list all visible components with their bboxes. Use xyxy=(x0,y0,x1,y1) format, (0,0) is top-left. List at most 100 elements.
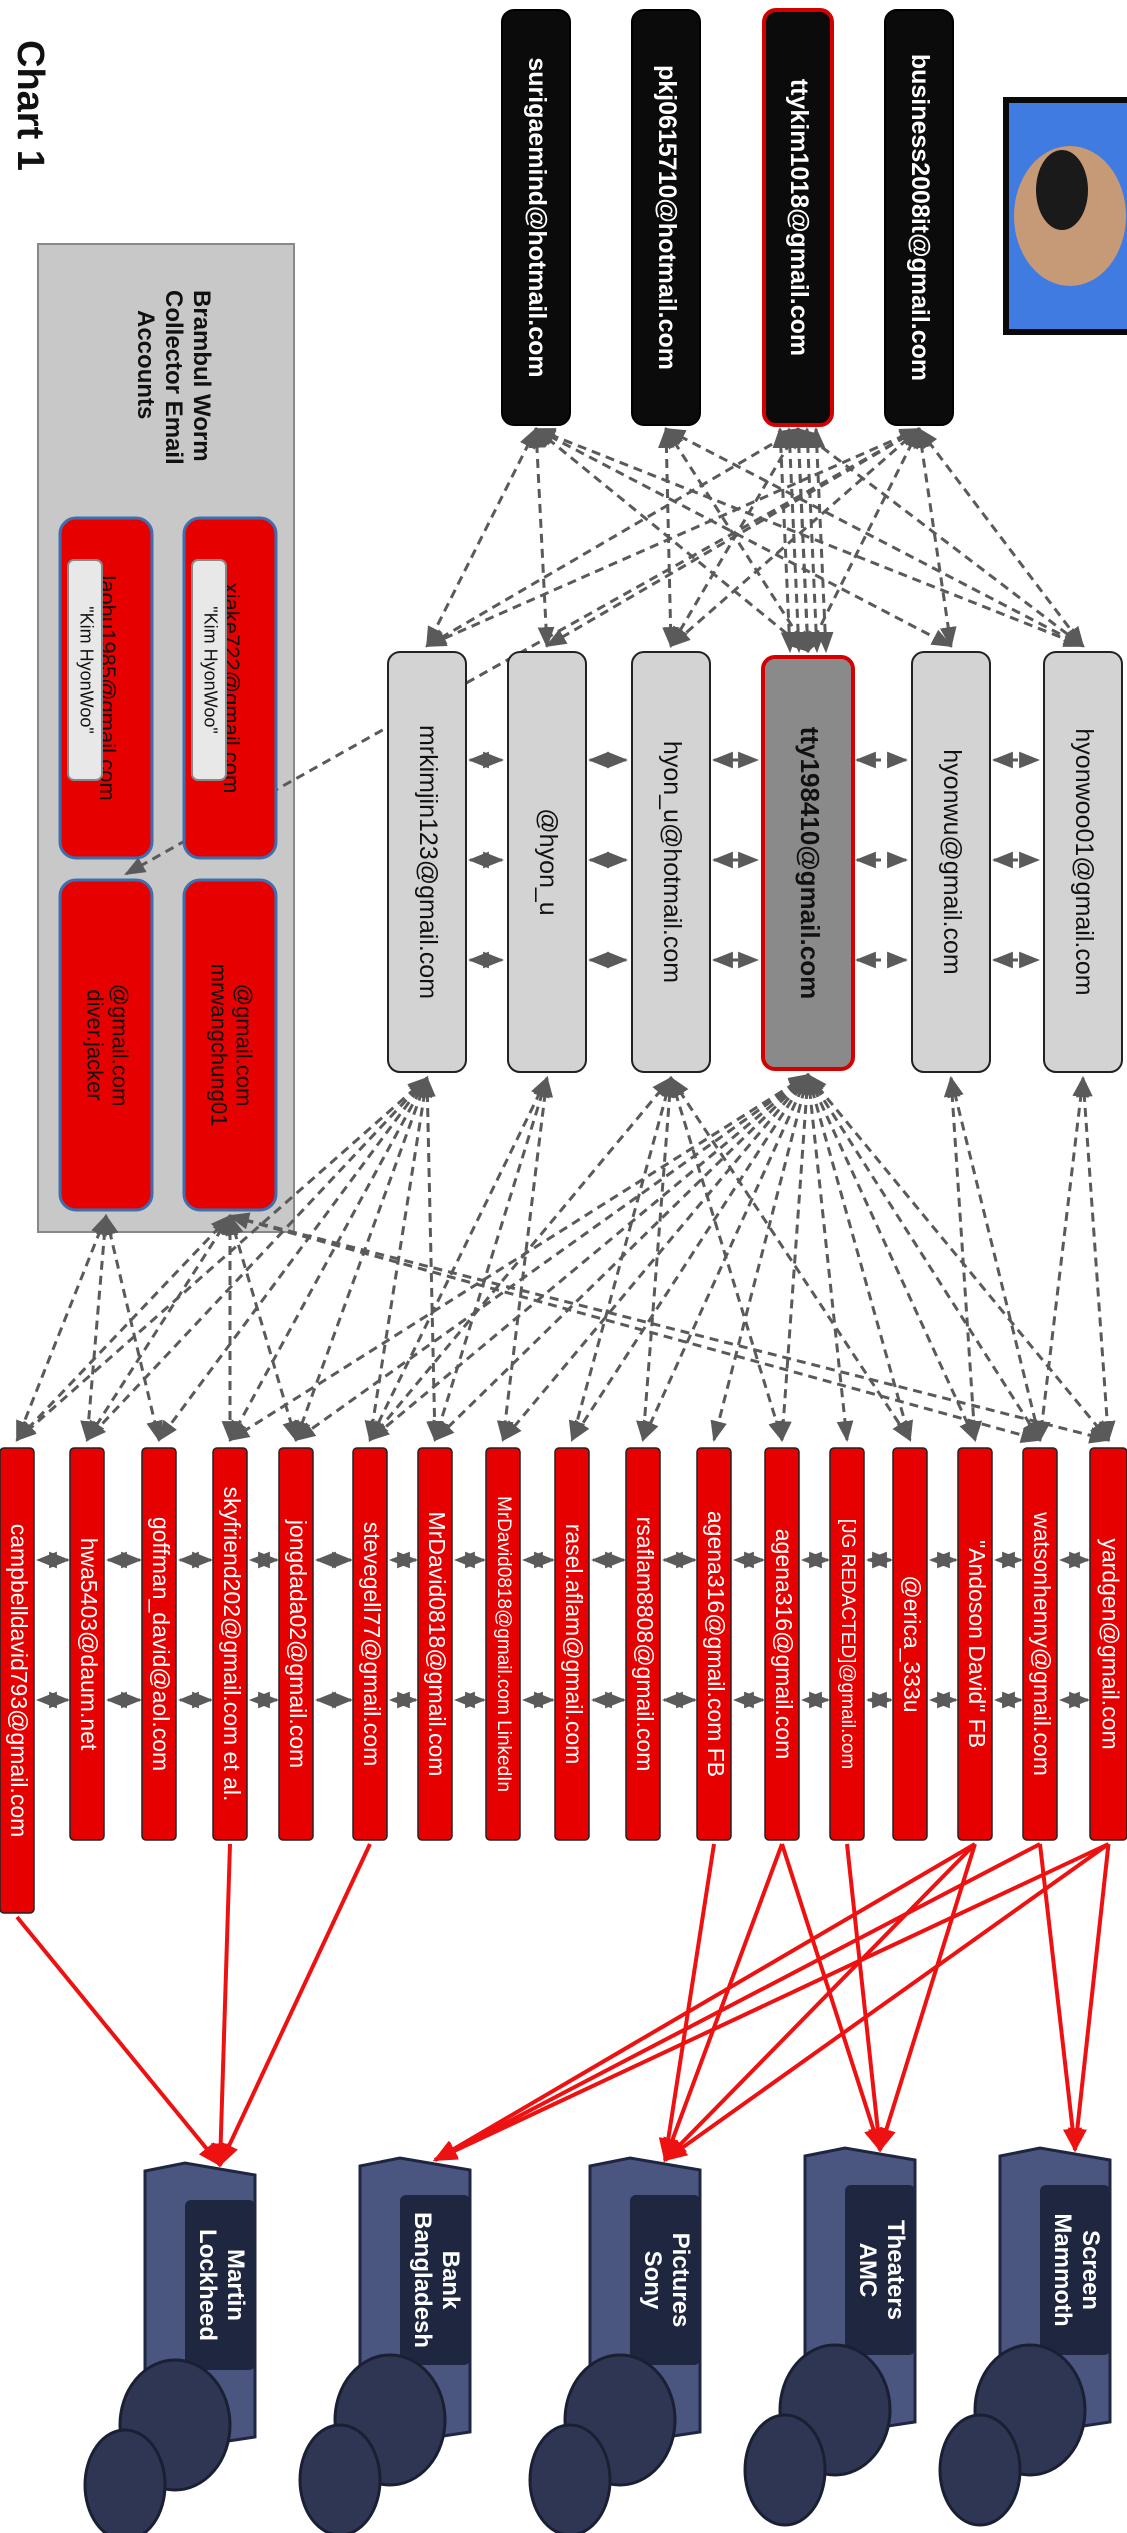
target-account-agenafb-label: agena316@gmail.com FB xyxy=(703,1511,729,1777)
target-account-skyfriend-label: skyfriend202@gmail.com et al. xyxy=(219,1487,245,1802)
suspect-photo xyxy=(1003,97,1127,335)
middle-account-athyonu-label: @hyon_u xyxy=(534,808,562,915)
victim-label-line: AMC xyxy=(854,2243,881,2298)
link-edge-tty-rasel xyxy=(570,1073,810,1442)
collector-account-diver-label: diver.jacker@gmail.com xyxy=(83,984,133,1107)
target-account-erica: @erica_333u xyxy=(892,1447,928,1841)
top-account-biz: business2008it@gmail.com xyxy=(884,9,954,426)
link-edge-mrwang-yardgen xyxy=(227,1212,1111,1444)
middle-account-tty-shape xyxy=(761,655,855,1071)
target-account-yardgen-label-line: yardgen@gmail.com xyxy=(1097,1538,1123,1749)
victim-label-line: Bangladesh xyxy=(409,2212,436,2348)
monitor-screen xyxy=(1040,2185,1110,2355)
target-account-rsaflam-shape xyxy=(625,1447,661,1841)
middle-account-hyonwu-label-line: hyonwu@gmail.com xyxy=(938,749,966,974)
link-edge-mrwang-jongdada xyxy=(227,1213,299,1443)
target-account-yardgen-label: yardgen@gmail.com xyxy=(1097,1538,1123,1749)
target-account-steve-label: stevegell77@gmail.com xyxy=(359,1522,385,1767)
attack-edge-yardgen-bangladesh xyxy=(432,1842,1110,2162)
middle-account-hyonwoo01-label: hyonwoo01@gmail.com xyxy=(1070,728,1098,995)
link-edge-mrkimjin-jongdada xyxy=(294,1076,429,1442)
middle-account-hyonu-shape xyxy=(631,651,711,1073)
target-account-campbell: campbelldavid793@gmail.com xyxy=(0,1447,35,1914)
target-account-mrdavidli-label-line: MrDavid0818@gmail.com LinkedIn xyxy=(493,1496,514,1792)
target-account-jongdada-shape xyxy=(278,1447,314,1841)
target-account-rasel-shape xyxy=(554,1447,590,1841)
link-edge-ttykim-tty-parallel xyxy=(790,426,816,654)
top-account-suri-label: surigaemind@hotmail.com xyxy=(523,57,551,377)
edge-layer xyxy=(15,426,1116,2168)
target-account-agenafb-label-line: agena316@gmail.com FB xyxy=(703,1511,729,1777)
target-account-hwa-label: hwa5403@daum.net xyxy=(76,1538,102,1751)
collector-account-diver: diver.jacker@gmail.com xyxy=(58,878,154,1212)
attack-edge-jgred-amc xyxy=(845,1843,888,2153)
target-account-rasel-label: rasel.aflam@gmail.com xyxy=(561,1524,587,1765)
attack-edge-andoson-bangladesh xyxy=(432,1842,977,2162)
attack-edge-yardgen-sony xyxy=(663,1842,1110,2162)
top-account-ttykim-shape xyxy=(762,8,834,427)
middle-account-tty: tty198410@gmail.com xyxy=(761,655,855,1071)
target-account-jongdada-label-line: jongdada02@gmail.com xyxy=(285,1519,311,1768)
target-account-rsaflam-label-line: rsaflam8808@gmail.com xyxy=(632,1517,658,1772)
link-edge-tty-agena xyxy=(774,1072,816,1443)
victim-label-amc: AMCTheaters xyxy=(854,2220,909,2320)
target-account-skyfriend: skyfriend202@gmail.com et al. xyxy=(212,1447,248,1841)
attack-edge-agenafb-sony xyxy=(658,1843,716,2163)
victim-bangladesh: BangladeshBank xyxy=(298,2156,472,2533)
target-account-jongdada-label: jongdada02@gmail.com xyxy=(285,1519,311,1768)
monitor-screen xyxy=(400,2195,470,2365)
link-edge-diver-campbell xyxy=(15,1214,108,1442)
victim-label-line: Screen xyxy=(1077,2230,1104,2310)
attack-edge-yardgen-mammoth xyxy=(1067,1843,1111,2153)
link-edge-ttykim-tty-parallel xyxy=(772,426,798,654)
middle-account-athyonu-label-line: @hyon_u xyxy=(534,808,562,915)
link-edge-pkj-hyonwoo01 xyxy=(664,427,1085,648)
victim-sony: SonyPictures xyxy=(528,2156,702,2533)
keyboard-icon xyxy=(743,2413,827,2527)
attack-edge-andoson-amc xyxy=(877,1843,977,2153)
target-account-goffman-label-line: goffman_david@aol.com xyxy=(148,1517,174,1771)
attack-edge-andoson-sony xyxy=(663,1842,977,2162)
link-edge-ttykim-hyonwoo01 xyxy=(796,427,1085,648)
top-account-pkj: pkj0615710@hotmail.com xyxy=(631,9,701,426)
target-account-goffman-shape xyxy=(141,1447,177,1841)
victim-label-line: Sony xyxy=(639,2251,666,2310)
collector-account-diver-shape xyxy=(58,878,154,1212)
target-account-mrdavidli-label: MrDavid0818@gmail.com LinkedIn xyxy=(493,1496,514,1792)
collector-alias-chip xyxy=(67,559,103,781)
target-account-skyfriend-label-line: skyfriend202@gmail.com et al. xyxy=(219,1487,245,1802)
target-account-campbell-label: campbelldavid793@gmail.com xyxy=(6,1524,32,1838)
victim-label-sony: SonyPictures xyxy=(639,2233,694,2328)
link-edge-hyonwoo01-watson xyxy=(1033,1075,1090,1443)
victim-label-lockheed: LockheedMartin xyxy=(194,2229,249,2341)
middle-account-hyonu-label-line: hyon_u@hotmail.com xyxy=(658,741,686,983)
link-edge-tty-skyfriend xyxy=(228,1073,810,1442)
target-account-hwa: hwa5403@daum.net xyxy=(69,1447,105,1841)
top-account-suri: surigaemind@hotmail.com xyxy=(501,9,571,426)
target-account-goffman-label: goffman_david@aol.com xyxy=(148,1517,174,1771)
monitor-screen xyxy=(845,2185,915,2355)
victim-label-line: Bank xyxy=(437,2251,464,2310)
target-account-watson-shape xyxy=(1022,1447,1058,1841)
target-account-jongdada: jongdada02@gmail.com xyxy=(278,1447,314,1841)
target-account-steve-shape xyxy=(352,1447,388,1841)
victim-label-mammoth: MammothScreen xyxy=(1049,2213,1104,2326)
target-account-steve-label-line: stevegell77@gmail.com xyxy=(359,1522,385,1767)
target-account-jgred-shape xyxy=(829,1447,865,1841)
top-account-pkj-label-line: pkj0615710@hotmail.com xyxy=(653,65,681,370)
middle-account-mrkimjin-label: mrkimjin123@gmail.com xyxy=(414,725,442,999)
victim-label-line: Lockheed xyxy=(194,2229,221,2341)
top-account-pkj-label: pkj0615710@hotmail.com xyxy=(653,65,681,370)
link-edge-biz-mrkimjin xyxy=(425,427,921,648)
link-edge-hyonu-rsaflam xyxy=(636,1075,678,1443)
target-account-hwa-label-line: hwa5403@daum.net xyxy=(76,1538,102,1751)
attack-edge-campbell-lockheed xyxy=(15,1915,222,2167)
middle-account-hyonwoo01-label-line: hyonwoo01@gmail.com xyxy=(1070,728,1098,995)
link-edge-mrwang-hwa xyxy=(85,1214,232,1442)
middle-account-mrkimjin-shape xyxy=(387,651,467,1073)
target-account-mrdavid: MrDavid0818@gmail.com xyxy=(417,1447,453,1841)
attack-edge-skyfriend-lockheed xyxy=(211,1843,232,2168)
target-account-erica-label-line: @erica_333u xyxy=(899,1575,925,1712)
link-edge-tty-steve xyxy=(368,1073,810,1442)
